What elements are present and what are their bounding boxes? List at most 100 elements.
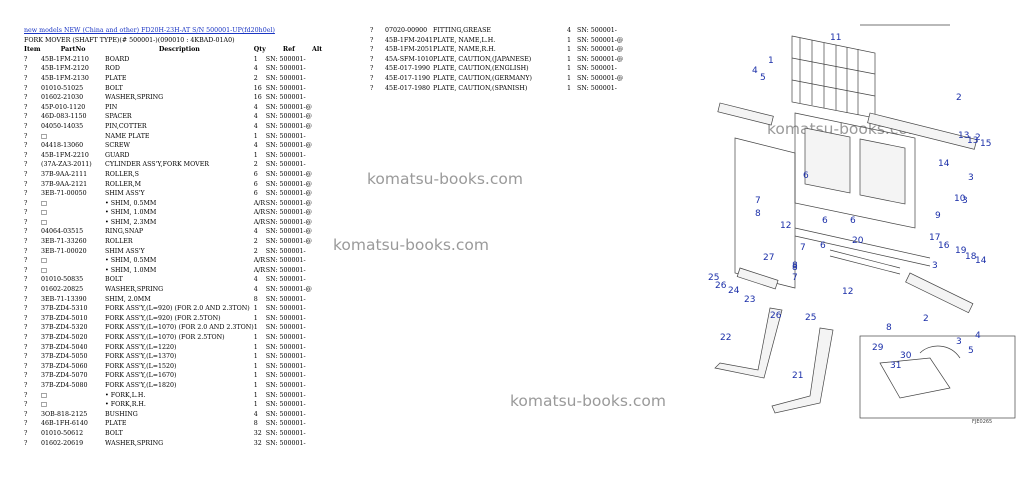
partno-cell: 37B-ZD4-5320 (41, 324, 88, 332)
partno-cell: □ (41, 266, 47, 274)
qty-cell: 1 (567, 46, 572, 54)
description-cell: FORK ASS'Y,(L=1070) (FOR 2.5TON) (105, 334, 225, 341)
ref-cell: SN: 500001-@ (265, 170, 312, 178)
qty-cell: 4 (567, 27, 572, 34)
partno-cell: 37B-ZD4-5040 (41, 343, 88, 351)
callout-12: 12 (780, 221, 791, 231)
description-cell: PLATE, NAME,R.H. (433, 46, 496, 54)
description-cell: PLATE (105, 420, 127, 428)
item-cell: ? (24, 94, 28, 102)
partno-cell: 45B-1FM-2130 (41, 74, 89, 82)
parts-list-left: new models NEW (China and other) FD20H-2… (24, 26, 328, 448)
qty-cell: 32 (253, 439, 262, 447)
table-header-row: Item PartNo Description Qty Ref Alt (24, 45, 328, 55)
item-cell: ? (24, 180, 28, 188)
partno-cell: □ (41, 257, 47, 265)
qty-cell: 4 (253, 286, 258, 294)
partno-cell: 45A-SFM-1010 (385, 55, 433, 63)
ref-cell: SN: 500001- (265, 151, 306, 159)
qty-cell: 2 (253, 161, 258, 169)
description-cell: CYLINDER ASS'Y,FORK MOVER (105, 161, 210, 169)
callout-8: 8 (755, 209, 761, 219)
callout-17: 17 (929, 233, 940, 243)
callout-23: 23 (744, 295, 755, 305)
item-cell: ? (24, 142, 28, 150)
ref-cell: SN: 500001- (265, 324, 306, 332)
item-cell: ? (370, 46, 374, 54)
description-cell: • SHIM, 0.5MM (105, 199, 157, 207)
breadcrumb[interactable]: new models NEW (China and other) FD20H-2… (24, 27, 275, 34)
item-cell: ? (24, 151, 28, 159)
partno-cell: 45B-1FM-2210 (41, 151, 89, 159)
table-row[interactable]: ?(37A-ZA3-2011)CYLINDER ASS'Y,FORK MOVER… (24, 160, 328, 170)
callout-29: 29 (872, 343, 884, 353)
ref-cell: SN: 500001-@ (265, 103, 312, 111)
qty-cell: 4 (253, 103, 258, 111)
partno-cell: 3EB-71-13390 (41, 295, 87, 303)
callout-2: 2 (956, 93, 962, 103)
cylinder (794, 227, 931, 275)
callout-1: 1 (768, 56, 774, 66)
callout-8: 8 (792, 263, 798, 273)
item-cell: ? (24, 228, 28, 236)
ref-cell: SN: 500001- (265, 372, 306, 380)
description-cell: ROLLER,S (105, 170, 139, 178)
callout-13: 13 (958, 131, 969, 141)
header-item: Item (24, 46, 41, 54)
callout-9: 9 (935, 211, 941, 221)
item-cell: ? (24, 305, 28, 313)
partno-cell: 45B-1FM-2041 (385, 36, 433, 44)
callout-10: 10 (954, 194, 966, 204)
description-cell: GUARD (105, 151, 130, 159)
ref-cell: SN: 500001- (265, 257, 306, 265)
